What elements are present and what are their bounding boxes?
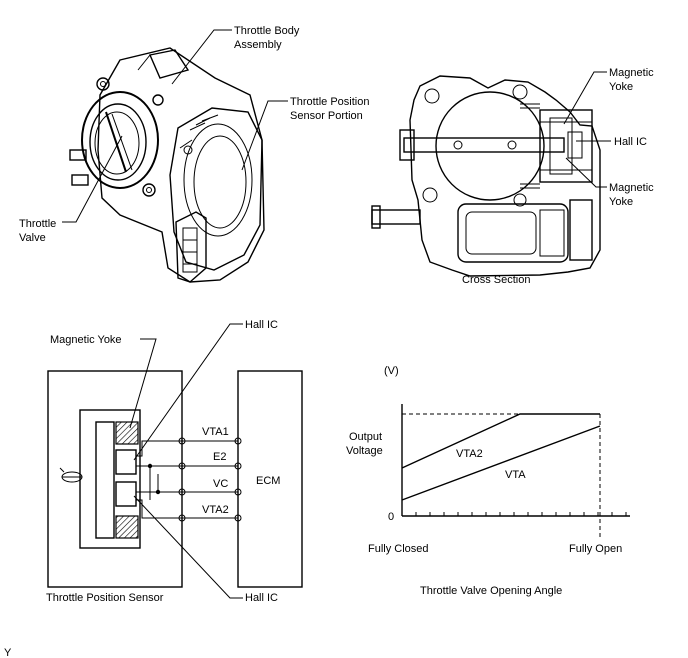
- label-throttle-valve-2: Valve: [19, 232, 46, 244]
- terminal-label-vc: VC: [213, 478, 228, 490]
- graph-x-ticks: [401, 512, 627, 516]
- junction-e2: [147, 463, 153, 469]
- label-magnetic-yoke-bottom-1: Magnetic: [609, 182, 654, 194]
- leader-hall-ic-top: [133, 323, 243, 461]
- output-graph: [401, 404, 630, 540]
- magnetic-yoke-upper: [115, 421, 139, 445]
- series-vta2-line: [401, 413, 600, 469]
- ecm-label: ECM: [256, 475, 280, 487]
- caption-cross-section: Cross Section: [462, 274, 530, 286]
- graph-ylabel-1: Output: [349, 431, 382, 443]
- graph-x-start-label: Fully Closed: [368, 543, 429, 555]
- ecm-box: [237, 370, 303, 588]
- label-hall-ic-cross: Hall IC: [614, 136, 647, 148]
- leader-tps-portion: [241, 100, 288, 171]
- sensor-inner-box: [79, 409, 141, 549]
- throttle-body-illustration: [69, 47, 265, 283]
- sensor-outer-box: [47, 370, 183, 588]
- series-label-vta2: VTA2: [456, 448, 483, 460]
- leader-magnetic-yoke: [129, 338, 157, 429]
- label-magnetic-yoke-top-2: Yoke: [609, 81, 633, 93]
- graph-x-end-label: Fully Open: [569, 543, 622, 555]
- label-throttle-valve-1: Throttle: [19, 218, 56, 230]
- leader-yoke-top: [563, 71, 607, 125]
- label-hall-ic-circuit-top: Hall IC: [245, 319, 278, 331]
- label-hall-ic-circuit-bottom: Hall IC: [245, 592, 278, 604]
- terminal-label-e2: E2: [213, 451, 226, 463]
- label-magnetic-yoke-top-1: Magnetic: [609, 67, 654, 79]
- cross-section-illustration: [371, 75, 601, 277]
- terminal-label-vta1: VTA1: [202, 426, 229, 438]
- leader-throttle-valve: [62, 135, 123, 223]
- label-magnetic-yoke-circuit: Magnetic Yoke: [50, 334, 122, 346]
- rotor-bar: [95, 421, 115, 539]
- wire-vta2: [136, 499, 238, 519]
- label-throttle-body-assembly-1: Throttle Body: [234, 25, 300, 37]
- label-tps-portion-2: Sensor Portion: [290, 110, 363, 122]
- series-label-vta: VTA: [505, 469, 526, 481]
- junction-vc: [155, 489, 161, 495]
- caption-throttle-position-sensor: Throttle Position Sensor: [46, 592, 164, 604]
- hall-ic-lower: [115, 481, 137, 507]
- label-magnetic-yoke-bottom-2: Yoke: [609, 196, 633, 208]
- sensor-circuit: [47, 370, 303, 588]
- graph-zero-label: 0: [388, 511, 394, 523]
- label-throttle-body-assembly-2: Assembly: [234, 39, 282, 51]
- series-vta-line: [401, 425, 601, 501]
- graph-unit-label: (V): [384, 365, 399, 377]
- magnetic-yoke-lower: [115, 515, 139, 539]
- hall-ic-upper: [115, 449, 137, 475]
- terminal-label-vta2: VTA2: [202, 504, 229, 516]
- label-tps-portion-1: Throttle Position: [290, 96, 369, 108]
- leader-throttle-body: [171, 29, 232, 85]
- graph-xlabel: Throttle Valve Opening Angle: [420, 585, 562, 597]
- leader-hall-ic-bottom: [133, 495, 243, 599]
- leader-yoke-bottom: [565, 157, 607, 188]
- graph-ylabel-2: Voltage: [346, 445, 383, 457]
- footer-mark: Y: [4, 647, 12, 658]
